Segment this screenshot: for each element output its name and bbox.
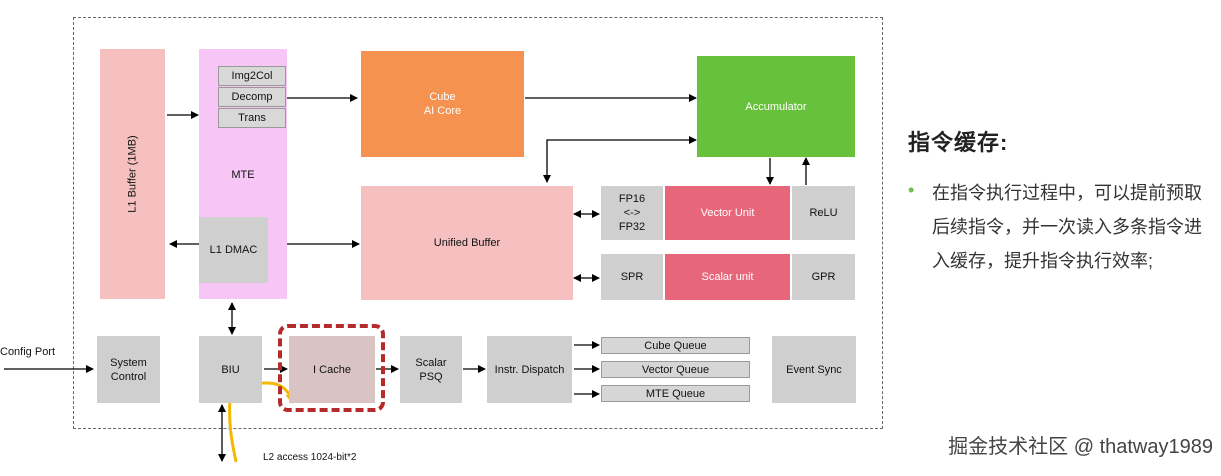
img2col-block: Img2Col [218, 66, 286, 86]
decomp-block: Decomp [218, 87, 286, 107]
scalar-unit-block: Scalar unit [665, 254, 790, 300]
watermark: 掘金技术社区 @ thatway1989 [948, 436, 1213, 458]
bullet-text: 在指令执行过程中，可以提前预取后续指令，并一次读入多条指令进入缓存，提升指令执行… [932, 183, 1202, 271]
trans-block: Trans [218, 108, 286, 128]
instr-dispatch-block: Instr. Dispatch [487, 336, 572, 403]
scalar-psq-block: Scalar PSQ [400, 336, 462, 403]
mte-label: MTE [231, 169, 255, 181]
config-port-label: Config Port [0, 346, 56, 358]
section-title: 指令缓存: [908, 130, 1009, 155]
l1-buffer-label: L1 Buffer (1MB) [126, 135, 139, 213]
cube-ai-core-block: Cube AI Core [361, 51, 524, 157]
biu-block: BIU [199, 336, 262, 403]
cube-queue-block: Cube Queue [601, 337, 750, 354]
system-control-block: System Control [97, 336, 160, 403]
relu-block: ReLU [792, 186, 855, 240]
icache-highlight [278, 324, 385, 412]
mte-queue-block: MTE Queue [601, 385, 750, 402]
fp16-fp32-block: FP16 <-> FP32 [601, 186, 663, 240]
vector-queue-block: Vector Queue [601, 361, 750, 378]
event-sync-block: Event Sync [772, 336, 856, 403]
l1-buffer-block: L1 Buffer (1MB) [100, 49, 165, 299]
l2-access-label: L2 access 1024-bit*2 [263, 452, 357, 463]
core-boundary-frame [73, 17, 883, 429]
spr-block: SPR [601, 254, 663, 300]
bullet-dot-icon: • [908, 180, 915, 200]
icache-block: I Cache [289, 336, 375, 403]
accumulator-block: Accumulator [697, 56, 855, 157]
l1-dmac-block: L1 DMAC [199, 217, 268, 283]
unified-buffer-block: Unified Buffer [361, 186, 573, 300]
gpr-block: GPR [792, 254, 855, 300]
vector-unit-block: Vector Unit [665, 186, 790, 240]
